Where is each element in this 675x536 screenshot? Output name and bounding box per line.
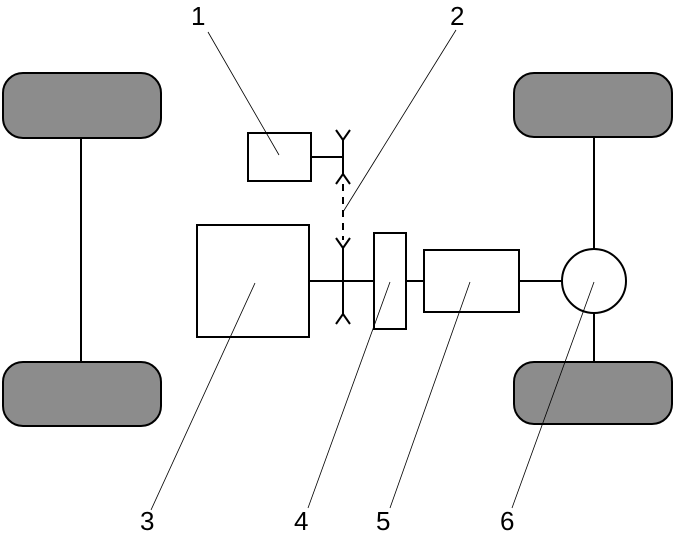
component-5-box	[423, 249, 520, 313]
component-1-fork-bottom	[335, 172, 351, 185]
component-4-box	[373, 232, 407, 330]
front-left-wheel	[2, 72, 162, 139]
component-1-box	[247, 132, 312, 182]
leader-2	[342, 29, 457, 213]
component-6-circle	[561, 248, 627, 314]
leader-6	[511, 281, 595, 509]
callout-5: 5	[376, 506, 391, 536]
callout-1: 1	[191, 1, 206, 31]
pulley-fork-top	[335, 237, 351, 250]
leader-5	[389, 281, 471, 509]
leader-3	[150, 282, 256, 511]
pulley-fork-bottom	[335, 312, 351, 325]
callout-2: 2	[450, 1, 465, 31]
leader-1	[207, 31, 280, 156]
component-3-box	[196, 224, 310, 338]
callout-4: 4	[294, 506, 309, 536]
rear-left-wheel	[513, 72, 673, 138]
component-1-fork-top	[335, 129, 351, 142]
rear-right-wheel	[513, 361, 673, 425]
leader-4	[307, 281, 391, 509]
callout-3: 3	[140, 506, 155, 536]
callout-6: 6	[500, 506, 515, 536]
front-right-wheel	[2, 361, 162, 427]
